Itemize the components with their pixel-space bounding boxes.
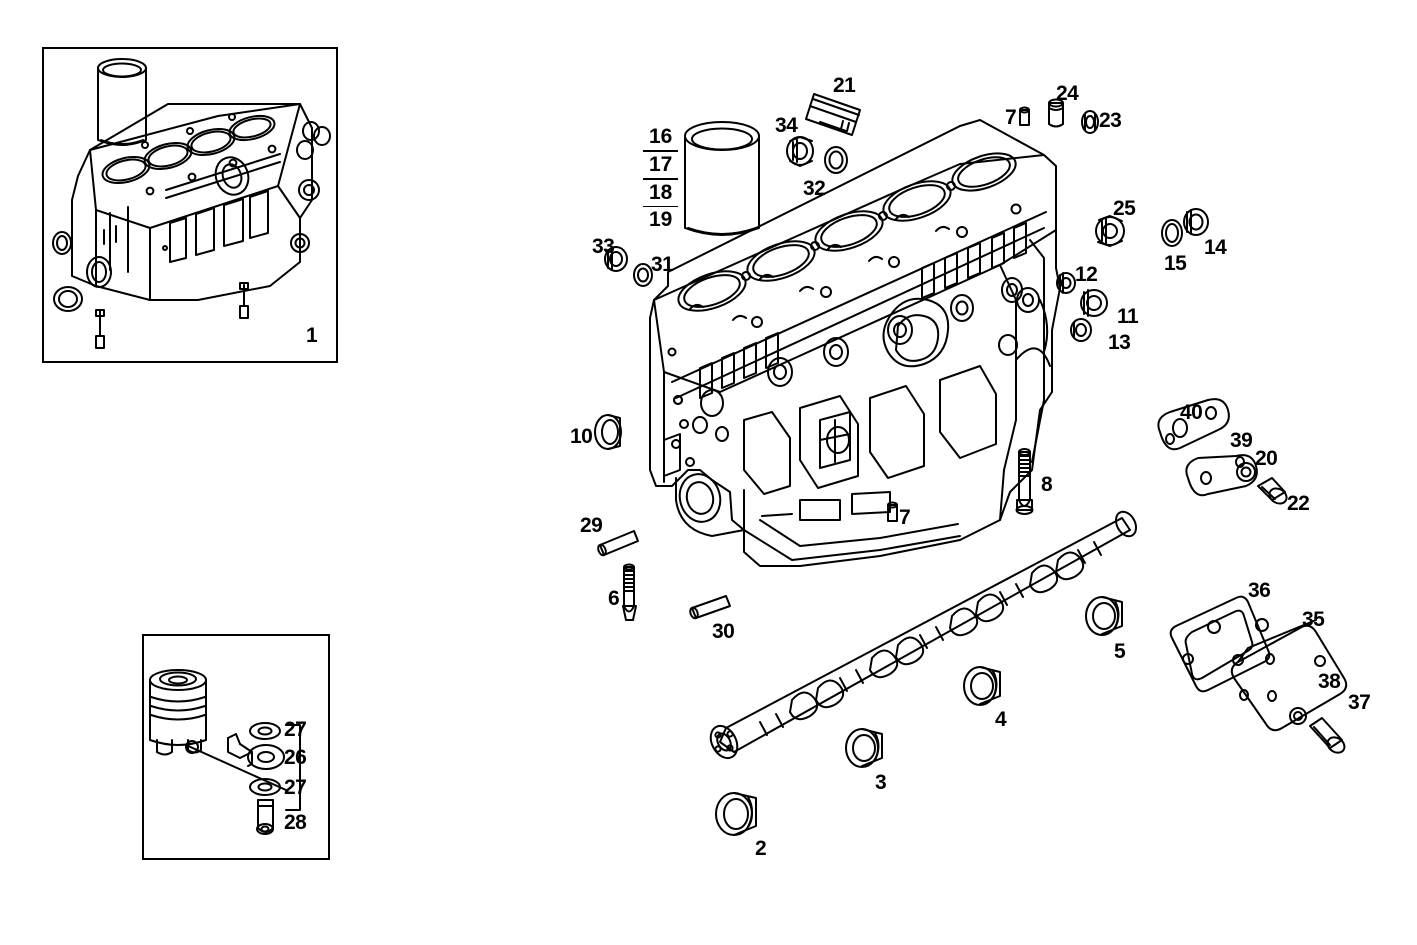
callout-label-40: 40 — [1180, 401, 1203, 424]
stack-item-17: 17 — [643, 152, 679, 180]
camshaft-drawing — [709, 510, 1138, 760]
callout-label-21: 21 — [833, 74, 856, 97]
callout-label-3: 3 — [875, 771, 887, 794]
callout-label-14: 14 — [1204, 236, 1227, 259]
cylinder-liner-drawing — [684, 121, 760, 236]
inset-box-piston-cooling-nozzle — [142, 634, 330, 860]
callout-label-37: 37 — [1348, 691, 1371, 714]
callout-label-11: 11 — [1117, 305, 1139, 328]
stack-item-16: 16 — [643, 124, 679, 152]
cylinder-liner-grade-stack: 16 17 18 19 — [643, 124, 679, 233]
callout-label-23: 23 — [1099, 109, 1122, 132]
small-parts-right — [1056, 208, 1209, 342]
callout-label-27-bot: 27 — [284, 776, 307, 799]
callout-label-33: 33 — [592, 235, 615, 258]
inset1-block-drawing — [52, 58, 331, 349]
callout-label-39: 39 — [1230, 429, 1253, 452]
camshaft-bushings — [715, 596, 1123, 836]
callout-label-28: 28 — [284, 811, 307, 834]
callout-label-12: 12 — [1075, 263, 1098, 286]
callout-label-22: 22 — [1287, 492, 1310, 515]
callout-label-27-top: 27 — [284, 718, 307, 741]
stack-item-18: 18 — [643, 180, 679, 207]
callout-label-6: 6 — [608, 587, 620, 610]
callout-label-30: 30 — [712, 620, 735, 643]
callout-label-4: 4 — [995, 708, 1007, 731]
callout-label-36: 36 — [1248, 579, 1271, 602]
callout-label-1: 1 — [306, 324, 318, 347]
callout-label-25: 25 — [1113, 197, 1136, 220]
callout-label-20: 20 — [1255, 447, 1278, 470]
cover-plate-group-lower — [1169, 595, 1348, 754]
callout-label-32: 32 — [803, 177, 826, 200]
stack-item-19: 19 — [649, 208, 673, 231]
callout-label-2: 2 — [755, 837, 767, 860]
cover-plate-group-upper — [1157, 398, 1288, 505]
callout-label-7-lower: 7 — [899, 506, 911, 529]
callout-label-5: 5 — [1114, 640, 1126, 663]
callout-label-13: 13 — [1108, 331, 1131, 354]
misc-fasteners — [594, 414, 1034, 621]
small-parts-top — [604, 93, 1099, 287]
callout-label-34: 34 — [775, 114, 798, 137]
callout-label-29: 29 — [580, 514, 603, 537]
callout-label-26: 26 — [284, 746, 307, 769]
inset2-piston-drawing — [149, 669, 301, 835]
inset-box-cylinder-block-assembly — [42, 47, 338, 363]
engine-block-drawing — [649, 119, 1061, 567]
callout-label-7-top: 7 — [1005, 106, 1017, 129]
callout-label-8: 8 — [1041, 473, 1053, 496]
callout-label-15: 15 — [1164, 252, 1187, 275]
callout-label-38: 38 — [1318, 670, 1341, 693]
callout-label-31: 31 — [651, 253, 674, 276]
callout-label-24: 24 — [1056, 82, 1079, 105]
callout-label-10: 10 — [570, 425, 593, 448]
callout-label-35: 35 — [1302, 608, 1325, 631]
